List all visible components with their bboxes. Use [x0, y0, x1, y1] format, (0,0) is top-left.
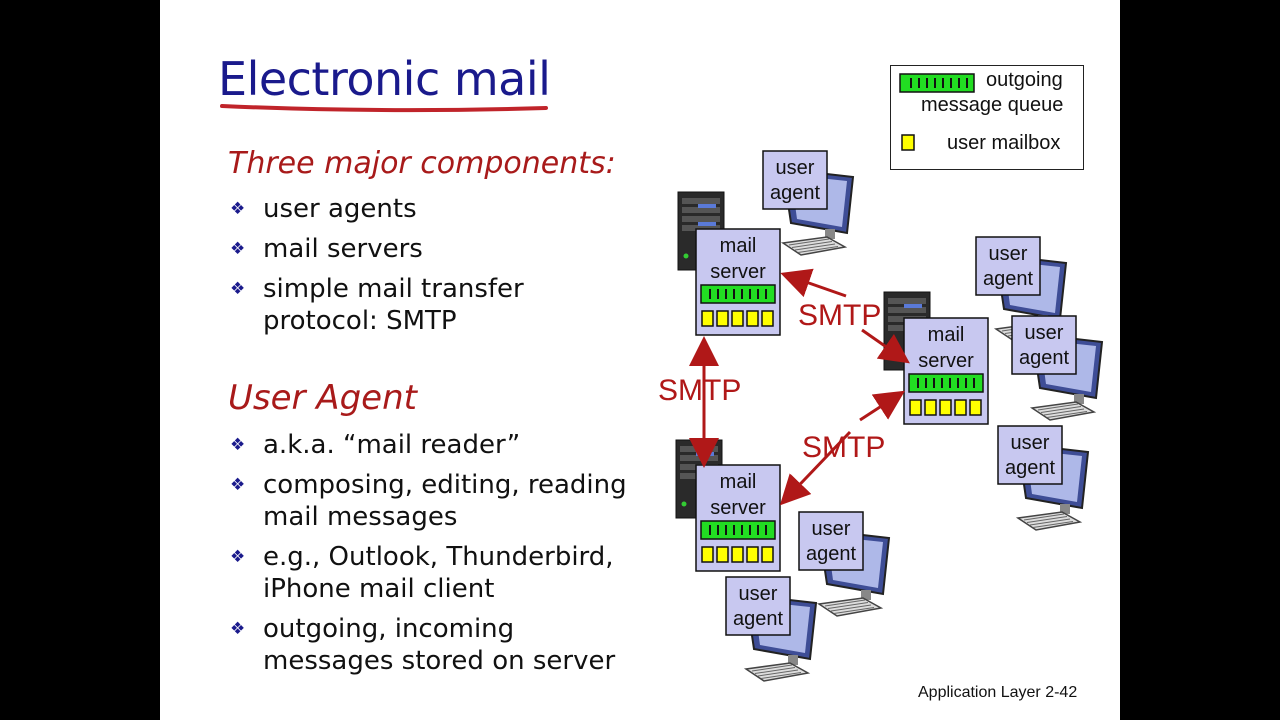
user-agent: user agent: [725, 576, 818, 682]
user-agent: user agent: [1011, 315, 1104, 421]
bullet-text: e.g., Outlook, Thunderbird, iPhone mail …: [263, 542, 614, 604]
title-underline: [220, 104, 548, 113]
user-mailbox-icon: [731, 546, 744, 563]
keyboard-icon: [816, 597, 884, 617]
mail-server-label: server: [710, 497, 766, 519]
email-network-diagram: mail server mail server mail server user agent…: [658, 150, 1104, 682]
smtp-label: SMTP: [658, 374, 741, 407]
user-mailbox-icon: [969, 399, 982, 416]
bullet-text: outgoing, incoming messages stored on se…: [263, 614, 616, 676]
legend-queue-label-2: message queue: [921, 94, 1064, 116]
bullet-text: simple mail transfer protocol: SMTP: [263, 274, 524, 336]
user-agent-list: ❖ a.k.a. “mail reader” ❖ composing, editin…: [230, 429, 627, 685]
diamond-bullet-icon: ❖: [230, 619, 246, 639]
bullet-text: mail servers: [263, 234, 423, 264]
diamond-bullet-icon: ❖: [230, 279, 246, 299]
mail-server: mail server: [695, 464, 781, 572]
user-agent-label: agent: [806, 543, 856, 565]
diamond-bullet-icon: ❖: [230, 475, 246, 495]
components-list: ❖ user agents ❖ mail servers ❖ simple mail …: [230, 193, 524, 345]
user-agent-label: agent: [733, 608, 783, 630]
bullet-text: user agents: [263, 194, 417, 224]
smtp-label: SMTP: [798, 299, 881, 332]
smtp-arrow: [859, 390, 906, 422]
section-heading-components: Three major components:: [228, 146, 616, 181]
user-agent: user agent: [762, 150, 855, 256]
list-item: ❖ mail servers: [230, 233, 524, 265]
keyboard-icon: [780, 236, 848, 256]
page-number: Application Layer 2-42: [918, 684, 1078, 701]
user-agent-label: user: [812, 518, 851, 540]
slide: Electronic mail Three major components: …: [160, 0, 1120, 720]
user-mailbox-icon: [924, 399, 937, 416]
user-mailbox-icon: [746, 310, 759, 327]
bullet-text: composing, editing, reading mail message…: [263, 470, 627, 532]
user-mailbox-icon: [761, 310, 774, 327]
user-agent-label: agent: [983, 268, 1033, 290]
diamond-bullet-icon: ❖: [230, 435, 246, 455]
diamond-bullet-icon: ❖: [230, 199, 246, 219]
diamond-bullet-icon: ❖: [230, 547, 246, 567]
smtp-arrow: [780, 268, 847, 298]
smtp-label: SMTP: [802, 431, 885, 464]
user-mailbox-icon: [716, 546, 729, 563]
list-item: ❖ e.g., Outlook, Thunderbird, iPhone mail…: [230, 541, 627, 605]
user-agent-label: agent: [1019, 347, 1069, 369]
user-agent-label: user: [739, 583, 778, 605]
user-mailbox-icon: [909, 399, 922, 416]
legend-box: outgoing message queue user mailbox: [890, 65, 1084, 170]
slide-title: Electronic mail: [218, 52, 551, 106]
mail-server-label: mail: [720, 471, 757, 493]
list-item: ❖ a.k.a. “mail reader”: [230, 429, 627, 461]
user-mailbox-icon: [701, 310, 714, 327]
section-heading-user-agent: User Agent: [228, 378, 417, 418]
user-agent: user agent: [997, 425, 1090, 531]
list-item: ❖ composing, editing, reading mail messag…: [230, 469, 627, 533]
user-mailbox-icon: [731, 310, 744, 327]
user-agent-label: agent: [1005, 457, 1055, 479]
smtp-arrow: [861, 328, 910, 364]
user-mailbox-icon: [761, 546, 774, 563]
user-agent-label: user: [1011, 432, 1050, 454]
user-agent: user agent: [798, 511, 891, 617]
legend-mailbox-label: user mailbox: [947, 132, 1061, 154]
smtp-arrow: [779, 430, 852, 506]
mail-server-label: server: [918, 350, 974, 372]
outgoing-queue-icon: [700, 520, 776, 540]
user-mailbox-icon: [716, 310, 729, 327]
list-item: ❖ user agents: [230, 193, 524, 225]
keyboard-icon: [743, 662, 811, 682]
mail-server-label: mail: [928, 324, 965, 346]
user-mailbox-icon: [701, 546, 714, 563]
mail-server-label: mail: [720, 235, 757, 257]
bullet-text: a.k.a. “mail reader”: [263, 430, 521, 460]
mail-server-label: server: [710, 261, 766, 283]
mail-server: mail server: [695, 228, 781, 336]
diamond-bullet-icon: ❖: [230, 239, 246, 259]
user-agent-label: user: [989, 243, 1028, 265]
user-agent-label: agent: [770, 182, 820, 204]
list-item: ❖ outgoing, incoming messages stored on s…: [230, 613, 627, 677]
outgoing-queue-icon: [899, 73, 975, 93]
legend-queue-label-1: outgoing: [986, 69, 1063, 91]
mail-server: mail server: [903, 317, 989, 425]
user-mailbox-icon: [939, 399, 952, 416]
user-mailbox-icon: [901, 134, 915, 151]
outgoing-queue-icon: [908, 373, 984, 393]
user-agent-label: user: [1025, 322, 1064, 344]
keyboard-icon: [1029, 401, 1097, 421]
user-mailbox-icon: [954, 399, 967, 416]
list-item: ❖ simple mail transfer protocol: SMTP: [230, 273, 524, 337]
outgoing-queue-icon: [700, 284, 776, 304]
user-mailbox-icon: [746, 546, 759, 563]
user-agent-label: user: [776, 157, 815, 179]
keyboard-icon: [1015, 511, 1083, 531]
